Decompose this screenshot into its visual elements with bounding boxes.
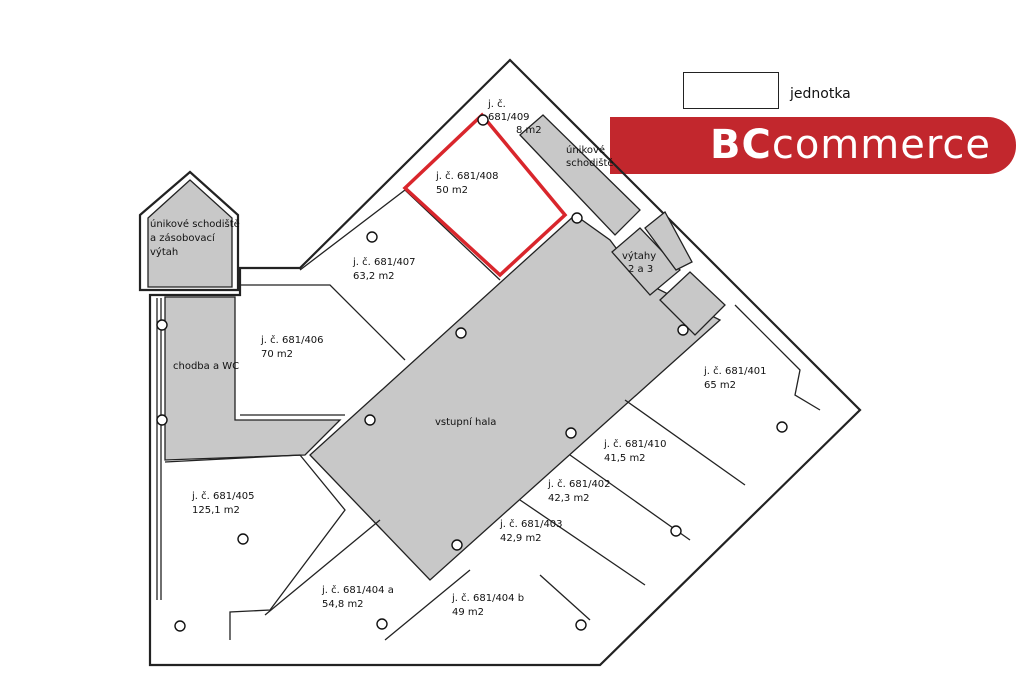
partition-405 [164, 454, 346, 640]
column [451, 539, 463, 551]
column [670, 525, 682, 537]
legend-swatch [683, 72, 779, 109]
unit-408-area: 50 m2 [436, 185, 468, 196]
building-outline [148, 58, 862, 667]
right-stairs-label-1: únikové [566, 144, 605, 156]
column [376, 618, 388, 630]
elevators-label-2: 2 a 3 [628, 264, 653, 275]
east-core-area [659, 271, 726, 336]
partition-404b [384, 569, 471, 641]
column [364, 414, 376, 426]
column [156, 319, 168, 331]
column [156, 414, 168, 426]
partition-406 [240, 284, 406, 361]
unit-403-area: 42,9 m2 [500, 533, 542, 544]
column [237, 533, 249, 545]
unit-404a-id: j. č. 681/404 a [321, 584, 394, 596]
left-stair-tower [138, 170, 240, 292]
unit-402-area: 42,3 m2 [548, 493, 590, 504]
left-stairs-area [147, 179, 233, 288]
partition-404b-403 [539, 574, 591, 621]
column [565, 427, 577, 439]
left-stairs-label-3: výtah [150, 246, 178, 258]
unit-408-id: j. č. 681/408 [435, 170, 499, 182]
right-stairs-area [519, 114, 641, 236]
partition-401 [734, 304, 821, 411]
column [174, 620, 186, 632]
column [455, 327, 467, 339]
column [677, 324, 689, 336]
unit-409-id-line2: 681/409 [488, 112, 530, 123]
column [477, 114, 489, 126]
hall-label: vstupní hala [435, 416, 496, 428]
corridor-label: chodba a WC [173, 361, 239, 372]
unit-407-area: 63,2 m2 [353, 271, 395, 282]
unit-404a-area: 54,8 m2 [322, 599, 364, 610]
unit-409-area: 8 m2 [516, 125, 542, 136]
right-stairs-label-2: schodiště [566, 157, 614, 169]
left-stairs-label-2: a zásobovací [150, 232, 216, 244]
columns [156, 114, 788, 632]
column [776, 421, 788, 433]
unit-405-id: j. č. 681/405 [191, 490, 255, 502]
corridor-wc-area [164, 296, 342, 461]
unit-403-id: j. č. 681/403 [499, 518, 563, 530]
unit-409-id-line1: j. č. [487, 98, 506, 110]
partition-403 [519, 499, 646, 586]
unit-408-highlight[interactable] [402, 112, 568, 278]
unit-401-id: j. č. 681/401 [703, 365, 767, 377]
service-shaft-area [644, 211, 693, 271]
unit-410-id: j. č. 681/410 [603, 438, 667, 450]
unit-407-id: j. č. 681/407 [352, 256, 416, 268]
unit-406-id: j. č. 681/406 [260, 334, 324, 346]
unit-401-area: 65 m2 [704, 380, 736, 391]
partition-404 [264, 519, 381, 616]
legend-label: jednotka [790, 86, 851, 102]
unit-402-id: j. č. 681/402 [547, 478, 611, 490]
left-stairs-label-1: únikové schodiště [150, 218, 240, 230]
column [571, 212, 583, 224]
unit-410-area: 41,5 m2 [604, 453, 646, 464]
elevators-label-1: výtahy [622, 250, 656, 262]
column [575, 619, 587, 631]
unit-404b-area: 49 m2 [452, 607, 484, 618]
partition-402 [569, 454, 691, 541]
unit-405-area: 125,1 m2 [192, 505, 240, 516]
column [366, 231, 378, 243]
bc-commerce-logo: BCcommerce [610, 117, 1016, 174]
unit-404b-id: j. č. 681/404 b [451, 592, 524, 604]
partition-410 [624, 399, 746, 486]
elevators-area [611, 227, 681, 296]
unit-406-area: 70 m2 [261, 349, 293, 360]
